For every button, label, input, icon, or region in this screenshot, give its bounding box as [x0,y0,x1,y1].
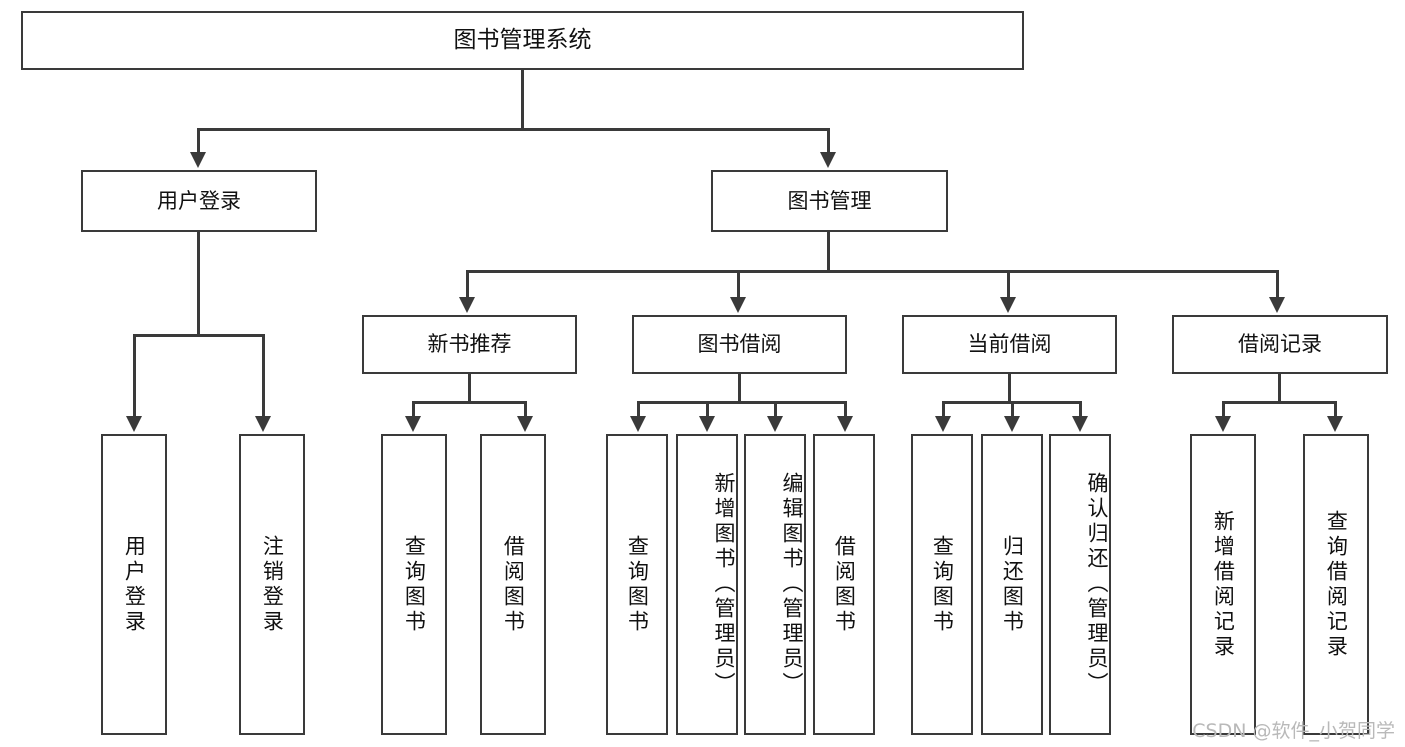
arrowhead-leaf-bb-1 [699,416,715,432]
node-label: 借阅记录 [1238,332,1322,357]
connector-nb-to-leaf-1 [524,401,527,418]
connector-new-book-stem [468,374,471,401]
connector-root-to-user-login [197,128,200,154]
leaf-current-borrow-confirm-return-admin[interactable]: 确认归还（管理员） [1049,434,1111,735]
arrowhead-leaf-user-login-1 [255,416,271,432]
node-root-book-management-system[interactable]: 图书管理系统 [21,11,1024,70]
arrowhead-leaf-cb-1 [1004,416,1020,432]
node-label: 图书借阅 [697,332,782,357]
node-label: 借阅图书 [501,534,526,635]
connector-book-borrow-stem [738,374,741,401]
node-borrow-record[interactable]: 借阅记录 [1172,315,1388,374]
connector-borrow-record-stem [1278,374,1281,401]
connector-br-to-leaf-1 [1334,401,1337,418]
connector-br-to-leaf-0 [1222,401,1225,418]
connector-bb-to-leaf-0 [637,401,640,418]
leaf-user-login-login[interactable]: 用户登录 [101,434,167,735]
connector-bb-to-leaf-1 [706,401,709,418]
arrowhead-lvl3-1 [730,297,746,313]
node-label: 当前借阅 [967,332,1052,357]
node-label: 用户登录 [122,534,147,635]
node-label: 编辑图书（管理员） [780,472,804,697]
connector-user-login-to-leaf-0 [133,334,136,418]
node-label: 查询图书 [930,534,955,635]
leaf-book-borrow-edit-book-admin[interactable]: 编辑图书（管理员） [744,434,806,735]
leaf-new-book-borrow-book[interactable]: 借阅图书 [480,434,546,735]
arrowhead-leaf-user-login-0 [126,416,142,432]
connector-borrow-record-bus [1222,401,1337,404]
connector-bm-to-lvl3-0 [466,270,469,299]
connector-bm-to-lvl3-2 [1007,270,1010,299]
node-label: 查询图书 [625,534,650,635]
connector-bb-to-leaf-2 [774,401,777,418]
arrowhead-leaf-br-1 [1327,416,1343,432]
connector-root-to-book-management [827,128,830,154]
connector-book-borrow-bus [637,401,847,404]
leaf-current-borrow-return-book[interactable]: 归还图书 [981,434,1043,735]
arrowhead-leaf-nb-0 [405,416,421,432]
connector-cb-to-leaf-2 [1079,401,1082,418]
leaf-book-borrow-borrow-book[interactable]: 借阅图书 [813,434,875,735]
arrowhead-leaf-bb-2 [767,416,783,432]
node-label: 归还图书 [1000,534,1025,635]
node-current-borrow[interactable]: 当前借阅 [902,315,1117,374]
arrowhead-leaf-cb-0 [935,416,951,432]
connector-nb-to-leaf-0 [412,401,415,418]
connector-bm-to-lvl3-3 [1276,270,1279,299]
node-label: 查询图书 [402,534,427,635]
csdn-watermark: CSDN @软件_小贺同学 [1192,720,1395,742]
connector-user-login-stem [197,232,200,334]
leaf-new-book-query-book[interactable]: 查询图书 [381,434,447,735]
node-label: 新增借阅记录 [1211,509,1236,660]
connector-bb-to-leaf-3 [844,401,847,418]
connector-cb-to-leaf-1 [1011,401,1014,418]
node-label: 图书管理系统 [453,26,592,53]
arrowhead-leaf-nb-1 [517,416,533,432]
node-user-login[interactable]: 用户登录 [81,170,317,232]
leaf-current-borrow-query-book[interactable]: 查询图书 [911,434,973,735]
node-label: 新书推荐 [427,332,512,357]
leaf-borrow-record-query-record[interactable]: 查询借阅记录 [1303,434,1369,735]
arrowhead-leaf-cb-2 [1072,416,1088,432]
node-label: 用户登录 [157,188,241,213]
leaf-borrow-record-add-record[interactable]: 新增借阅记录 [1190,434,1256,735]
connector-new-book-bus [412,401,527,404]
connector-bm-to-lvl3-1 [737,270,740,299]
connector-book-management-stem [827,232,830,270]
arrowhead-lvl3-2 [1000,297,1016,313]
node-label: 图书管理 [787,188,872,213]
connector-cb-to-leaf-0 [942,401,945,418]
arrowhead-book-management [820,152,836,168]
node-label: 查询借阅记录 [1324,509,1349,660]
arrowhead-lvl3-3 [1269,297,1285,313]
node-label: 借阅图书 [832,534,857,635]
connector-current-borrow-stem [1008,374,1011,401]
node-book-borrow[interactable]: 图书借阅 [632,315,847,374]
arrowhead-user-login [190,152,206,168]
arrowhead-leaf-bb-0 [630,416,646,432]
connector-user-login-bus [133,334,265,337]
connector-book-management-bus [466,270,1279,273]
leaf-user-login-logout[interactable]: 注销登录 [239,434,305,735]
connector-root-bus [197,128,827,131]
arrowhead-leaf-bb-3 [837,416,853,432]
connector-root-stem [521,70,524,128]
node-new-book-recommend[interactable]: 新书推荐 [362,315,577,374]
arrowhead-leaf-br-0 [1215,416,1231,432]
leaf-book-borrow-add-book-admin[interactable]: 新增图书（管理员） [676,434,738,735]
node-book-management[interactable]: 图书管理 [711,170,948,232]
node-label: 注销登录 [260,534,285,635]
leaf-book-borrow-query-book[interactable]: 查询图书 [606,434,668,735]
node-label: 确认归还（管理员） [1085,472,1109,697]
arrowhead-lvl3-0 [459,297,475,313]
connector-user-login-to-leaf-1 [262,334,265,418]
node-label: 新增图书（管理员） [712,472,736,697]
